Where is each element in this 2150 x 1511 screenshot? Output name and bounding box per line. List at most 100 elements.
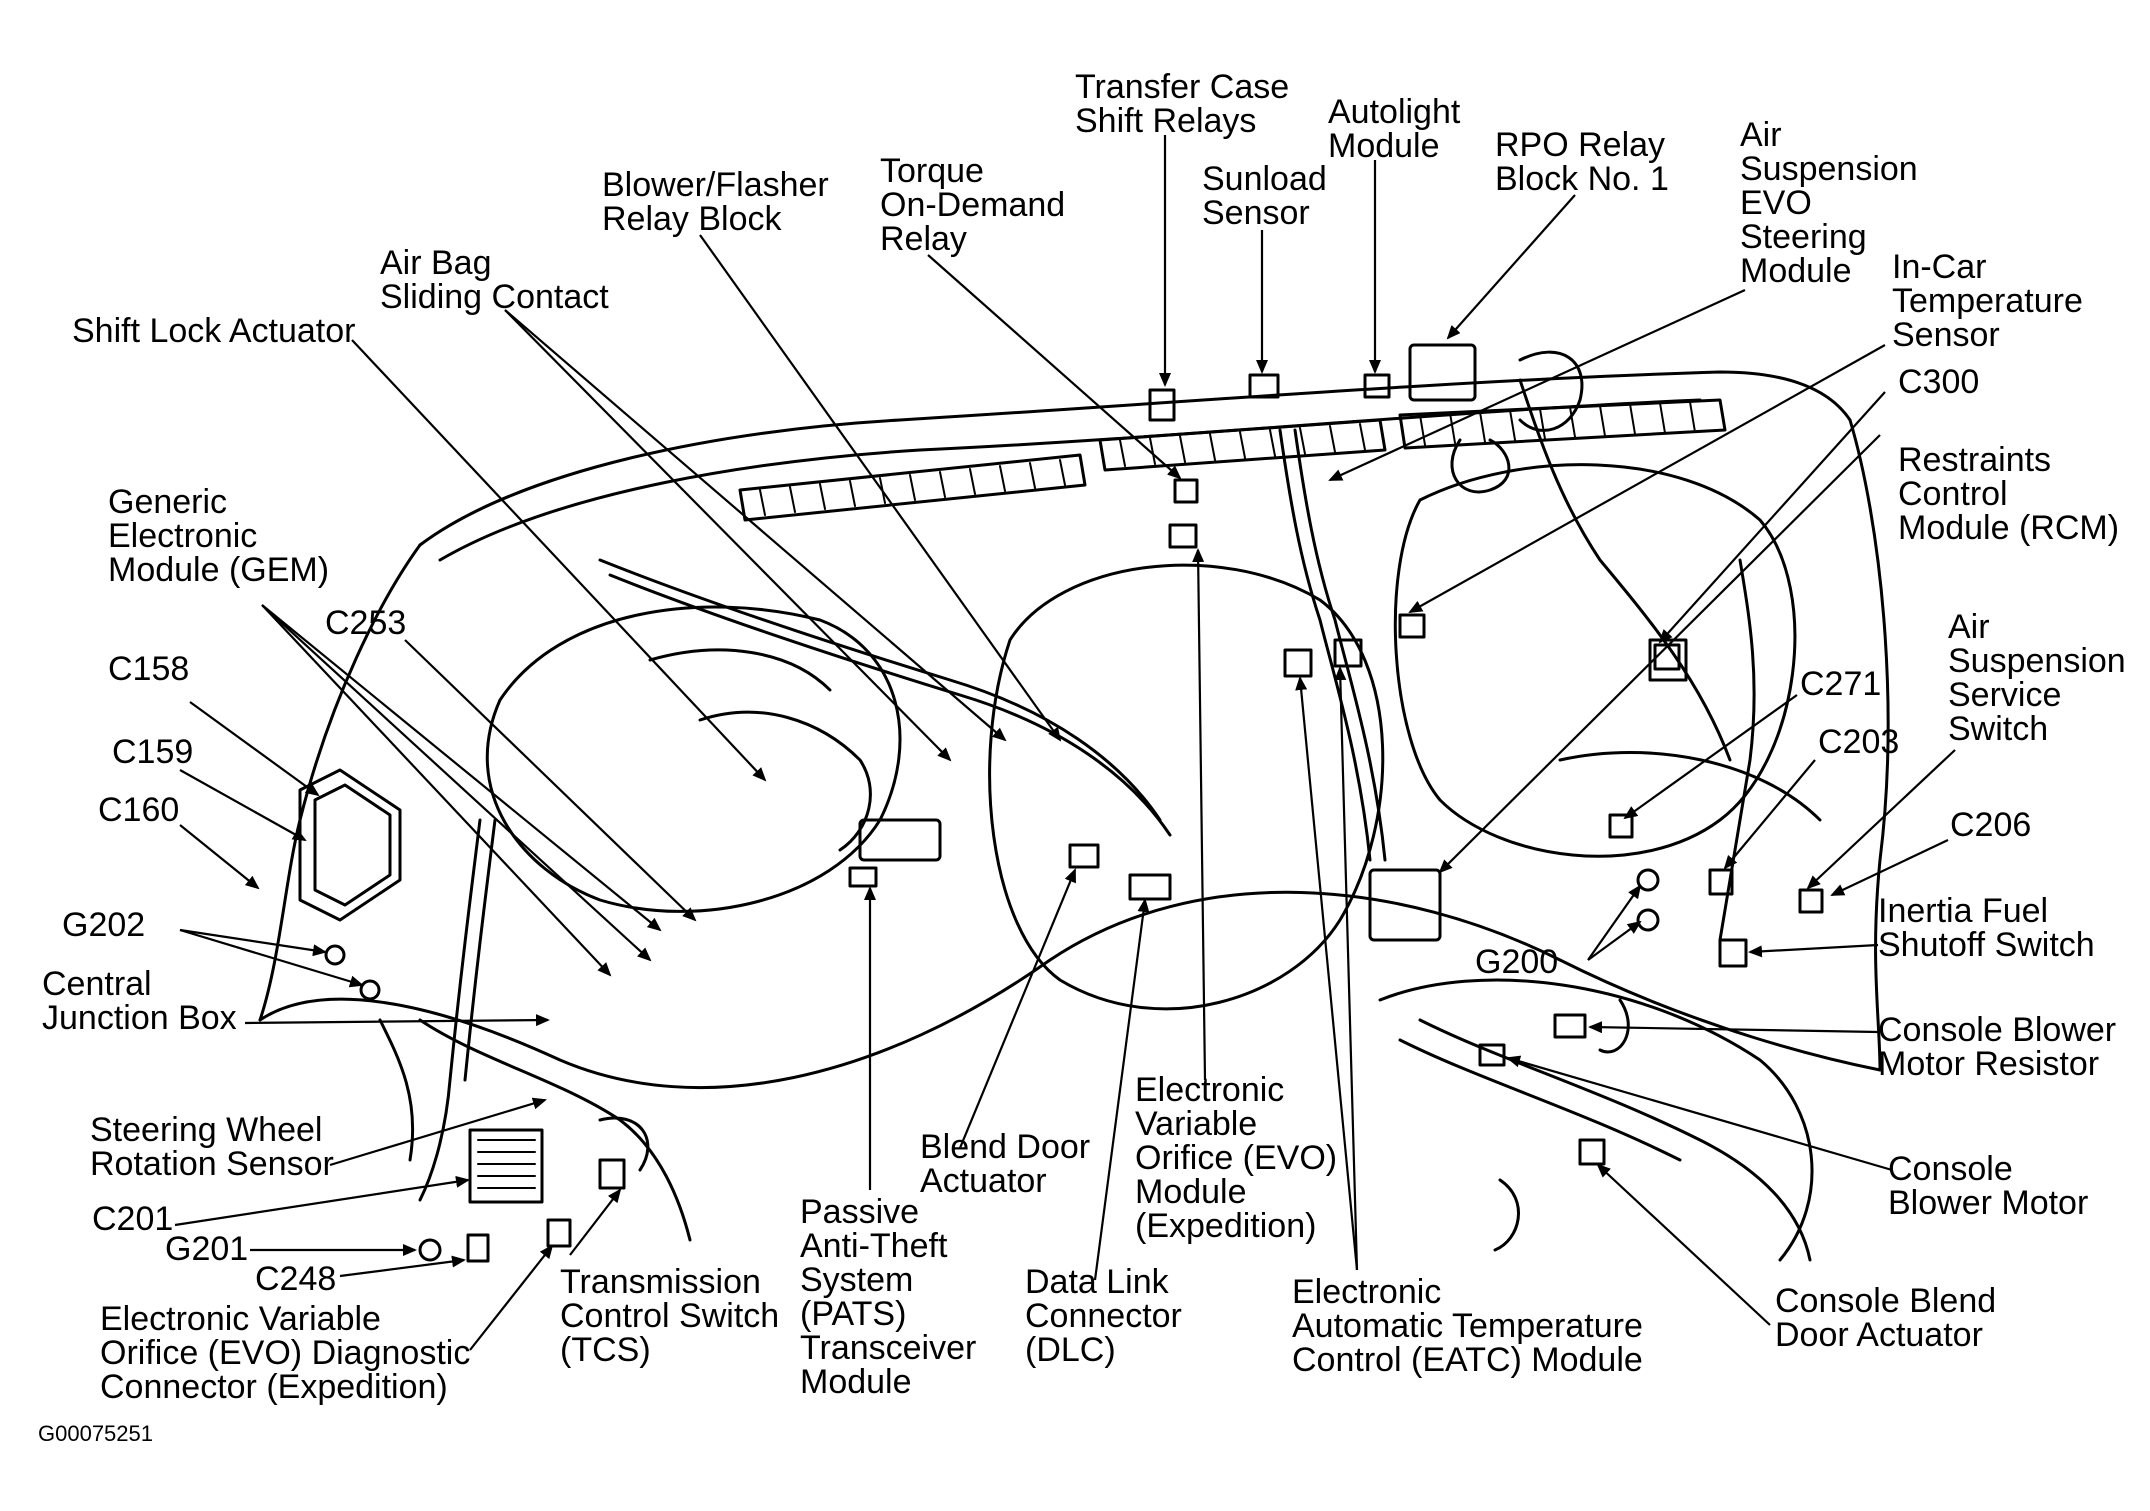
g200-ground-2 [1636,908,1660,932]
steering-column [698,710,872,852]
label-evo-diag: Electronic Variable Orifice (EVO) Diagno… [100,1300,471,1406]
label-c203: C203 [1818,723,1900,761]
wire-loop-6 [378,1018,415,1162]
label-c160: C160 [98,791,180,829]
figure-code: G00075251 [38,1421,153,1446]
wire-loop-3 [1598,998,1630,1054]
leader-evo-module [1192,548,1207,1081]
rpo-relay-block [1408,343,1477,402]
harness-left-drop [418,818,482,1202]
leader-g202-2 [179,928,364,988]
c248-connector [466,1233,490,1263]
left-defrost-grille [738,453,1087,522]
label-central-jb: Central Junction Box [42,965,237,1037]
leader-air-susp-evo [1328,288,1746,482]
wire-loop-4 [1493,1178,1520,1252]
label-pats: Passive Anti-Theft System (PATS) Transce… [800,1193,977,1401]
g200-ground-1 [1636,868,1660,892]
leader-eatc-1 [1295,676,1359,1271]
label-c201: C201 [92,1200,174,1238]
leader-c206 [1830,839,1949,896]
g202-ground-2 [359,979,381,1001]
label-c206: C206 [1950,806,2032,844]
central-jb-box [468,1128,544,1204]
label-rpo-relay: RPO Relay Block No. 1 [1495,126,1669,198]
dash-right-edge [1848,418,1890,1072]
console-motor-conn [1478,1043,1506,1067]
label-console-blend: Console Blend Door Actuator [1775,1282,1997,1354]
grille-hatching [759,401,1696,516]
leader-air-susp-service [1806,749,1956,890]
leader-airbag-1 [504,309,1007,742]
leader-c253 [404,639,697,922]
glovebox-curve [1558,751,1822,822]
leader-c158 [189,701,320,797]
label-g202: G202 [62,906,146,944]
label-evo-module: Electronic Variable Orifice (EVO) Module… [1135,1071,1338,1245]
wire-loop-2 [1518,350,1584,432]
transfer-case-relay [1148,388,1176,422]
label-c248: C248 [255,1260,337,1298]
leader-c160 [179,824,260,890]
label-g200: G200 [1475,943,1559,981]
label-c300: C300 [1898,363,1980,401]
console-resistor [1553,1013,1587,1039]
leader-tcs [569,1188,622,1256]
leader-c300 [1658,391,1886,644]
leader-console-blend [1596,1163,1771,1326]
g202-ground-1 [324,944,346,966]
console-blend-conn [1578,1138,1606,1166]
center-defrost-grille [1098,418,1387,472]
label-air-bag: Air Bag Sliding Contact [380,244,609,316]
label-air-susp-service: Air Suspension Service Switch [1948,608,2126,748]
label-tcs: Transmission Control Switch (TCS) [560,1263,780,1369]
leader-evo-diag [469,1244,554,1351]
harness-center-drop [1278,428,1372,862]
label-restraints: Restraints Control Module (RCM) [1898,441,2120,547]
c271-connector [1608,813,1634,839]
leader-gem-2 [261,604,662,932]
label-sunload: Sunload Sensor [1202,160,1327,232]
label-steering-wheel: Steering Wheel Rotation Sensor [90,1111,334,1183]
label-autolight: Autolight Module [1328,93,1461,165]
tcs-switch [598,1158,626,1190]
label-blower-flasher: Blower/Flasher Relay Block [602,166,829,238]
leader-c203 [1723,759,1816,870]
label-torque: Torque On-Demand Relay [880,152,1066,258]
leader-inertia [1748,943,1879,958]
rcm-module [1368,868,1442,942]
label-c158: C158 [108,650,190,688]
g201-ground [418,1238,442,1262]
harness-left-drop-2 [463,818,497,1082]
right-panel [1393,463,1797,858]
leader-rpo [1446,194,1576,340]
leader-c159 [179,769,307,841]
center-console [988,563,1385,1011]
label-c159: C159 [112,733,194,771]
dlc-connector [1128,873,1172,901]
eatc-connector-1 [1283,648,1313,678]
leader-in-car-temp [1408,344,1886,613]
gem-module [298,768,402,922]
c203-connector [1708,868,1734,896]
sunload-connector [1248,373,1280,399]
dash-left-edge [258,543,422,1022]
leader-console-motor [1506,1055,1893,1172]
leader-steering-wheel [329,1097,547,1167]
label-dlc: Data Link Connector (DLC) [1025,1263,1182,1369]
leader-blend-door [958,868,1077,1149]
in-car-temp-connector [1398,613,1426,639]
leader-dlc [1093,898,1150,1281]
inertia-switch [1718,938,1748,968]
harness-center-drop-2 [1293,428,1387,862]
dash-top-outline-2 [438,398,1702,562]
leader-central-jb [244,1014,550,1027]
c206-connector [1798,888,1824,914]
label-shift-lock: Shift Lock Actuator [72,312,356,350]
leader-gem-3 [261,604,612,977]
leader-gem-1 [261,604,652,962]
steering-column-2 [648,648,832,692]
leader-c201 [174,1175,470,1227]
label-g201: G201 [165,1230,249,1268]
